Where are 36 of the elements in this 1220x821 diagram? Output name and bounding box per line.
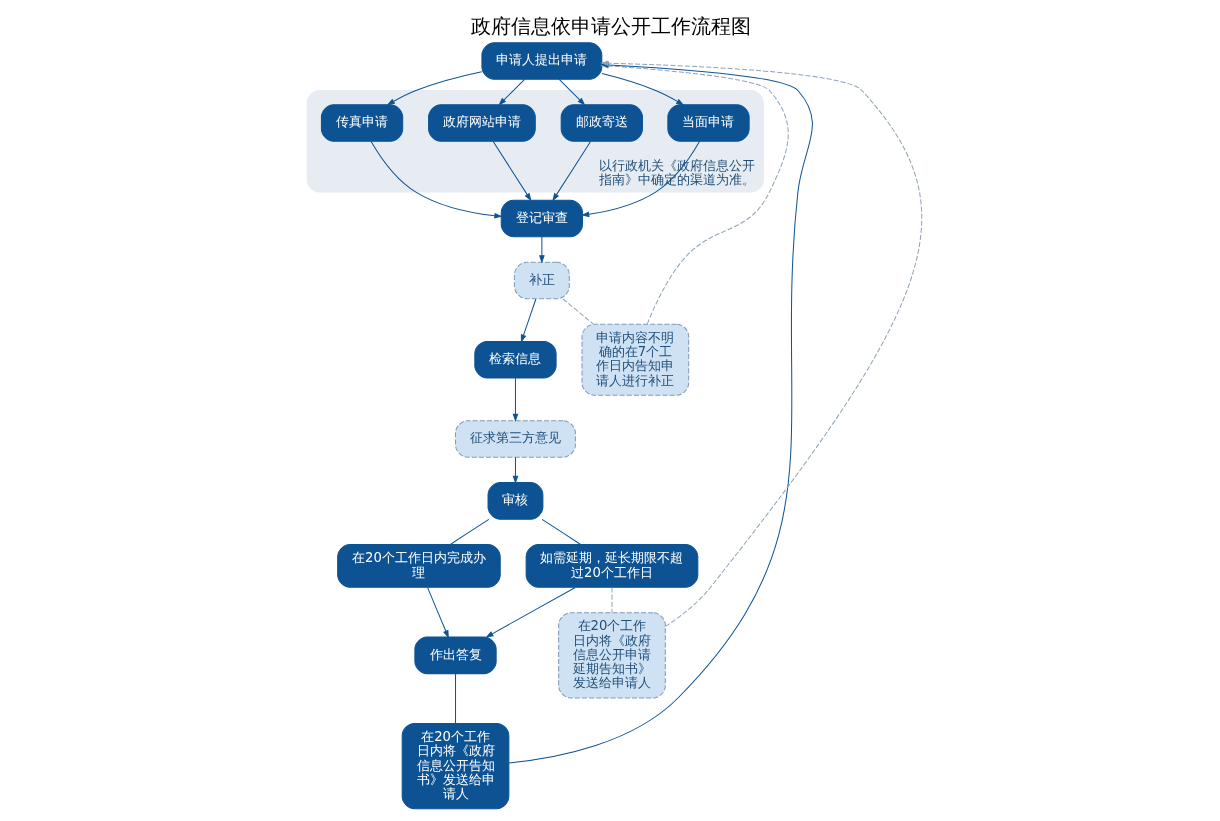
connector [562,298,594,325]
arrow [386,71,482,106]
arrow [426,587,449,639]
connector [541,518,581,545]
arrow [551,141,591,202]
arrow [512,377,518,423]
node-box: 审核 [487,482,543,520]
node-box: 在20个工作日内将《政府信息公开告知书》发送给申请人 [401,722,509,810]
node-box: 登记审查 [500,199,583,238]
node-box: 当面申请 [666,104,750,142]
arrow [497,78,525,106]
node-box: 在20个工作日内将《政府信息公开申请延期告知书》发送给申请人 [557,612,666,699]
node-box: 征求第三方意见 [454,420,576,458]
connector [449,518,489,545]
diagram-title: 政府信息依申请公开工作流程图 [470,13,751,38]
node-box: 检索信息 [473,340,557,379]
arrow [484,586,576,638]
arrow [601,73,684,106]
node-box: 邮政寄送 [560,104,643,142]
node-box: 传真申请 [320,104,403,142]
arrow [558,78,585,106]
node-box: 申请内容不明确的在7个工作日内告知申请人进行补正 [581,323,689,396]
node-box: 作出答复 [413,636,497,675]
node-box: 在20个工作日内完成办理 [336,544,501,588]
arrow [370,140,502,219]
node-box: 申请人提出申请 [480,42,602,80]
arrow [520,298,536,343]
arrow [492,141,531,202]
connector [610,587,612,613]
node-box: 如需延期，延长期限不超过20个工作日 [525,544,698,588]
arrow [512,456,518,484]
arrow [580,140,700,218]
connector [454,673,456,724]
node-box: 补正 [513,261,570,300]
arrow [538,236,545,264]
node-box: 政府网站申请 [427,104,536,142]
